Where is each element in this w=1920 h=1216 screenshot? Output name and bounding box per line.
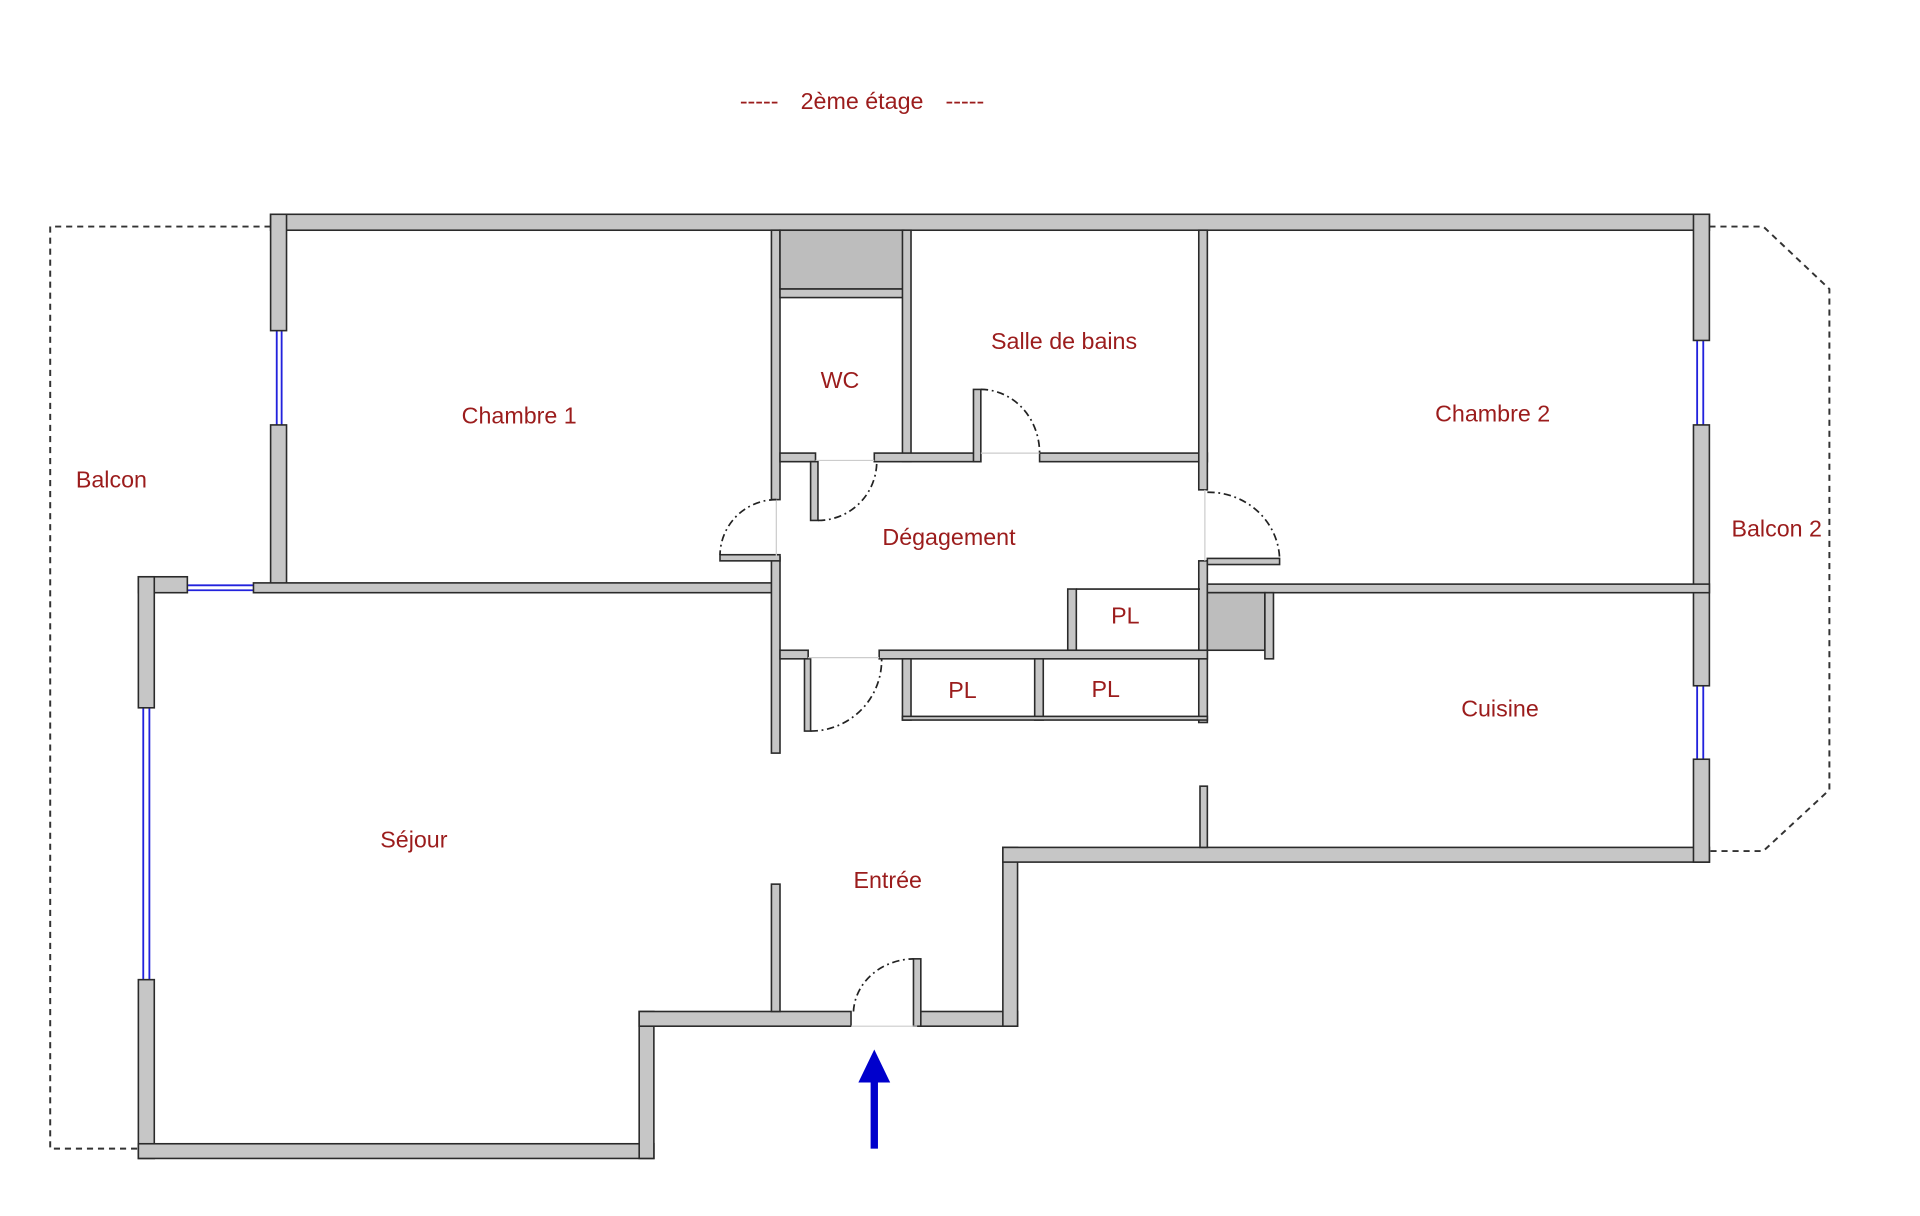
label-chambre-2: Chambre 2 bbox=[1435, 400, 1550, 426]
balcony-left-outline bbox=[49, 225, 271, 1150]
label-sejour: Séjour bbox=[380, 826, 447, 852]
label-chambre-1: Chambre 1 bbox=[462, 403, 577, 429]
balcony-right-outline bbox=[1709, 225, 1831, 853]
windows bbox=[142, 330, 1705, 980]
label-degagement: Dégagement bbox=[882, 524, 1016, 550]
floor-title-text: 2ème étage bbox=[801, 88, 924, 114]
label-entree: Entrée bbox=[853, 867, 922, 893]
label-salle-de-bains: Salle de bains bbox=[991, 328, 1137, 354]
label-wc: WC bbox=[821, 367, 860, 393]
label-placard: PL bbox=[1091, 676, 1120, 702]
title-dashes-right: ----- bbox=[946, 88, 985, 114]
door-swings bbox=[719, 388, 1281, 1027]
label-placard: PL bbox=[1111, 602, 1140, 628]
floor-title: ----- 2ème étage ----- bbox=[740, 88, 984, 114]
room-labels: Chambre 1 WC Salle de bains Chambre 2 Ba… bbox=[76, 328, 1822, 893]
label-cuisine: Cuisine bbox=[1461, 695, 1539, 721]
title-dashes-left: ----- bbox=[740, 88, 779, 114]
label-balcon-2: Balcon 2 bbox=[1731, 515, 1821, 541]
label-balcon: Balcon bbox=[76, 466, 147, 492]
entrance-arrow-icon bbox=[858, 1049, 891, 1149]
walls bbox=[137, 213, 1711, 1160]
label-placard: PL bbox=[948, 677, 977, 703]
